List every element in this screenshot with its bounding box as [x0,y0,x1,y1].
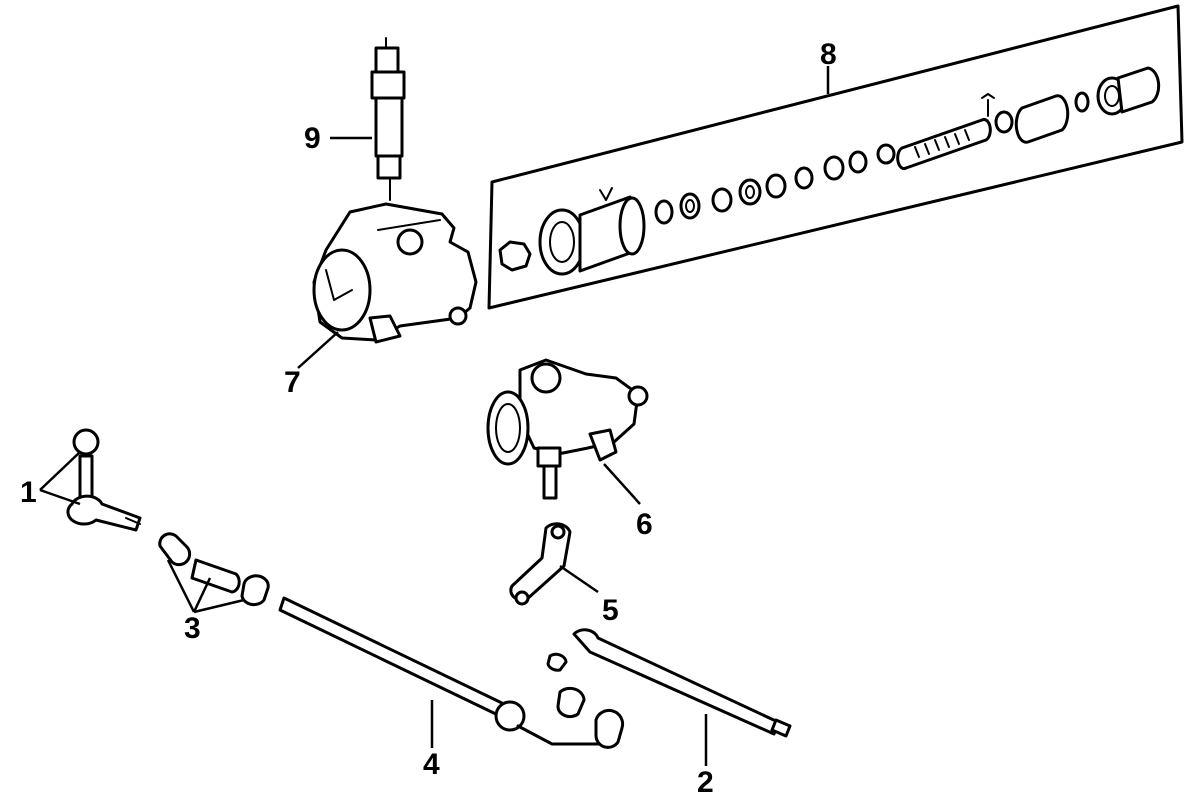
callout-7: 7 [284,366,301,399]
part-2-connecting-rod [546,628,792,766]
callout-4: 4 [423,748,440,781]
part-7-gear-housing [297,202,478,369]
callout-9: 9 [304,122,321,155]
part-8-kit-panel [487,4,1184,310]
callout-5: 5 [602,594,619,627]
part-5-pitman-arm [509,522,599,606]
callout-8: 8 [820,38,837,71]
part-6-steering-gear [486,358,649,505]
callout-6: 6 [636,508,653,541]
callout-1: 1 [20,476,37,509]
part-3-adjusting-sleeve [158,532,270,614]
callout-3: 3 [184,612,201,645]
callout-labels: 1 2 3 4 5 6 7 8 9 [20,38,837,798]
part-1-tie-rod-end [39,428,142,532]
part-8-seal-components [498,66,1161,276]
part-4-drag-link [278,596,625,749]
callout-2: 2 [697,766,714,798]
part-9-shaft [330,37,406,201]
